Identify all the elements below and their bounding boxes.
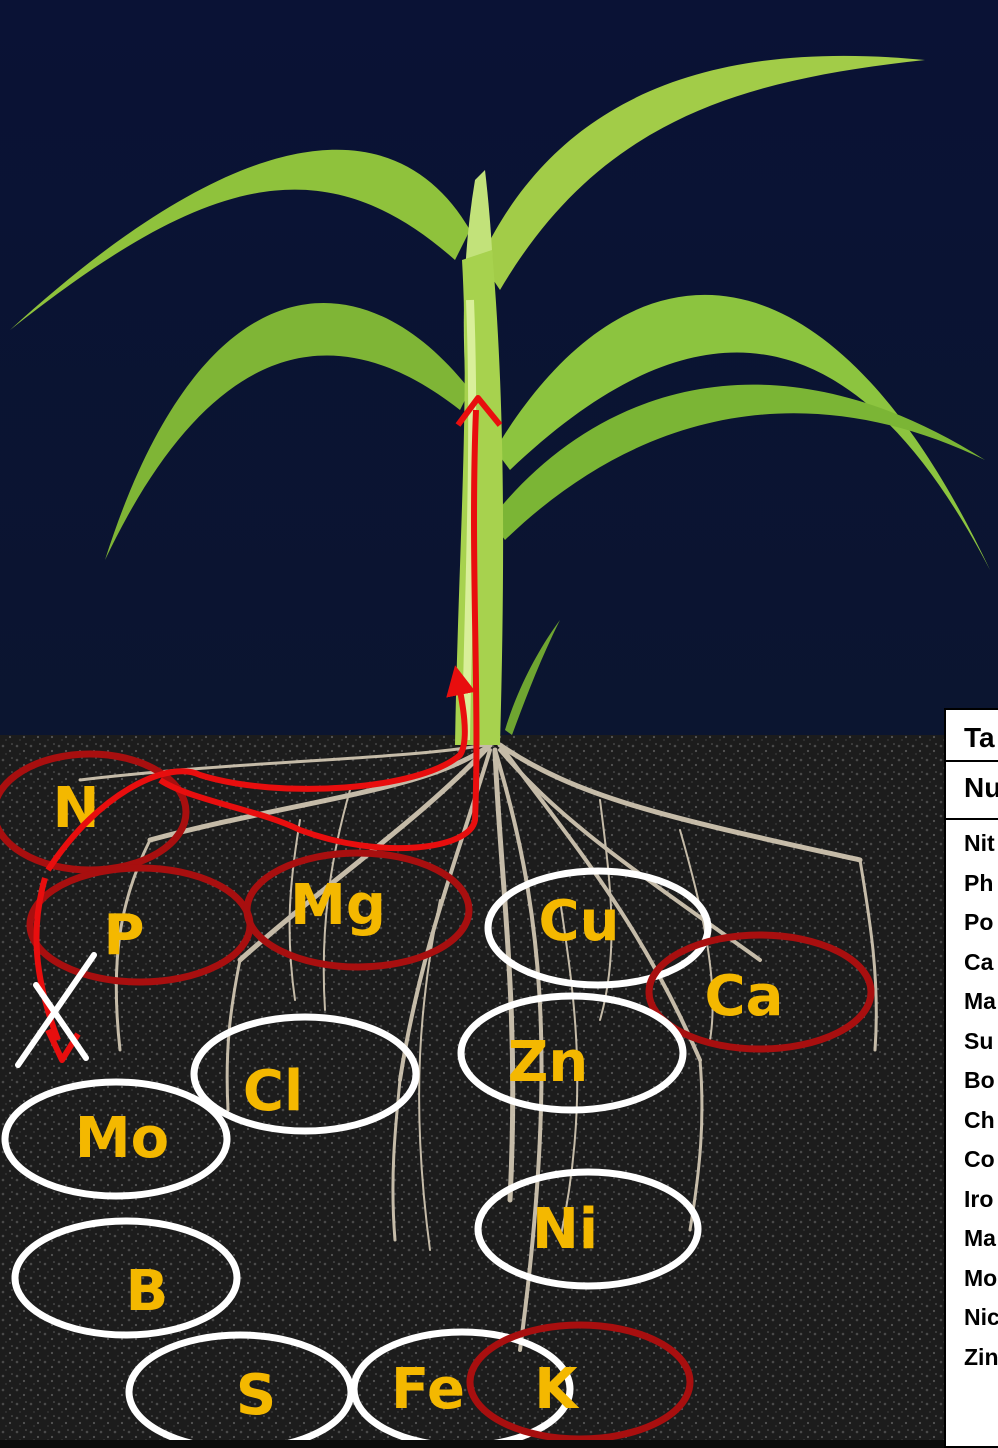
label-p: P — [103, 903, 144, 968]
label-ca: Ca — [705, 964, 784, 1029]
table-row: Nit — [964, 830, 995, 857]
table-row: Ch — [964, 1107, 995, 1134]
table-row: Iro — [964, 1186, 993, 1213]
label-b: B — [126, 1259, 169, 1324]
table-row: Co — [964, 1146, 995, 1173]
table-row: Ma — [964, 1225, 996, 1252]
table-row: Ma — [964, 988, 996, 1015]
label-fe: Fe — [391, 1357, 465, 1422]
label-mo: Mo — [75, 1106, 169, 1171]
table-row: Bo — [964, 1067, 995, 1094]
label-cl: Cl — [243, 1059, 303, 1124]
table-title: Ta — [964, 722, 995, 754]
label-s: S — [236, 1363, 276, 1428]
table-header: Nu — [964, 772, 998, 804]
table-row: Mo — [964, 1265, 997, 1292]
table-divider — [946, 760, 998, 762]
label-zn: Zn — [508, 1030, 588, 1095]
label-k: K — [534, 1357, 580, 1422]
table-row: Ca — [964, 949, 993, 976]
label-mg: Mg — [290, 873, 386, 938]
label-cu: Cu — [539, 889, 620, 954]
table-row: Su — [964, 1028, 993, 1055]
table-divider — [946, 818, 998, 820]
table-row: Zin — [964, 1344, 998, 1371]
label-ni: Ni — [532, 1197, 598, 1262]
table-row: Po — [964, 909, 993, 936]
table-row: Ph — [964, 870, 993, 897]
table-row: Nic — [964, 1304, 998, 1331]
